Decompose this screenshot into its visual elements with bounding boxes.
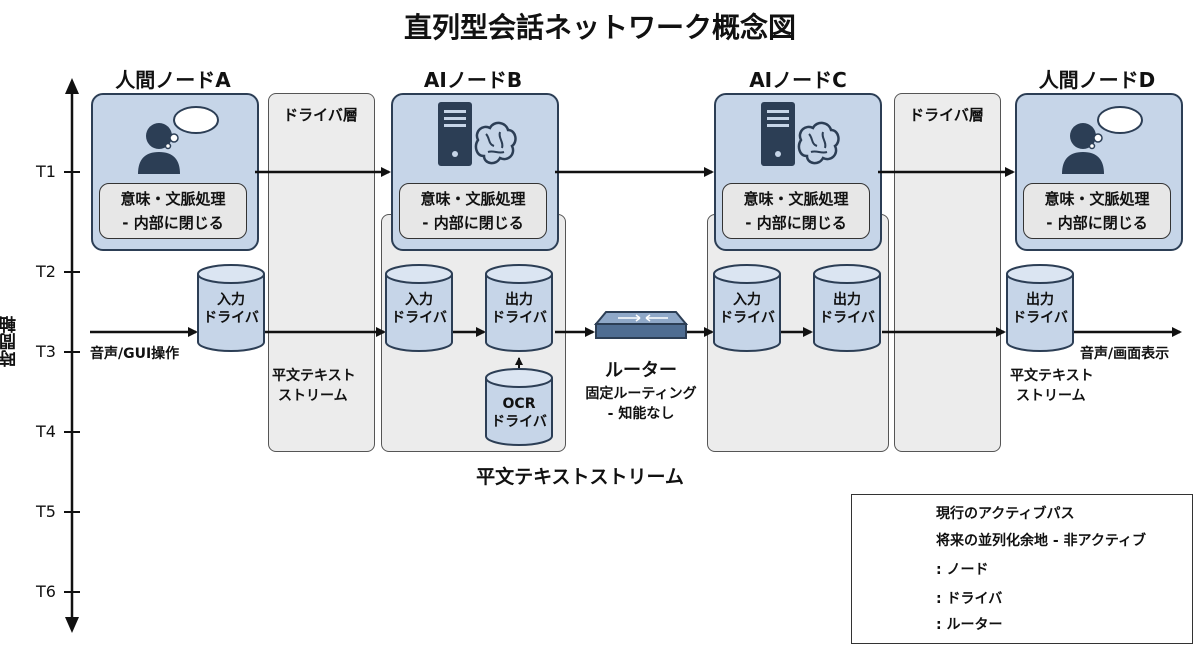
driver-label-line2: ドライバ bbox=[391, 310, 447, 326]
router-label: ルーター bbox=[605, 360, 677, 381]
node-c-process: 意味・文脈処理 - 内部に閉じる bbox=[722, 183, 870, 239]
time-tick-t6: T6 bbox=[36, 582, 56, 601]
driver-label-line2: ドライバ bbox=[491, 414, 547, 430]
driver-label-line1: 入力 bbox=[217, 292, 245, 308]
router-desc-line2: - 知能なし bbox=[607, 406, 675, 422]
node-d-process-line1: 意味・文脈処理 bbox=[1044, 190, 1150, 208]
output-driver-d-label: 出力 ドライバ bbox=[1007, 291, 1073, 327]
driver-layer-right bbox=[894, 93, 1001, 452]
driver-layer-right-label: ドライバ層 bbox=[909, 106, 984, 124]
driver-label-line2: ドライバ bbox=[491, 310, 547, 326]
driver-layer-right-stream: 平文テキスト ストリーム bbox=[1010, 366, 1110, 406]
human-thinking-icon bbox=[1062, 106, 1143, 174]
node-c-process-line2: - 内部に閉じる bbox=[745, 214, 847, 232]
input-io-label: 音声/GUI操作 bbox=[90, 346, 180, 362]
input-driver-a-cylinder bbox=[197, 264, 265, 352]
output-driver-b-cylinder bbox=[485, 264, 553, 352]
output-io-label: 音声/画面表示 bbox=[1080, 346, 1170, 362]
router-description: 固定ルーティング - 知能なし bbox=[561, 384, 721, 424]
node-c-process-line1: 意味・文脈処理 bbox=[743, 190, 849, 208]
ocr-driver-b-label: OCR ドライバ bbox=[486, 395, 552, 431]
driver-label-line2: ドライバ bbox=[203, 310, 259, 326]
input-driver-b-cylinder bbox=[385, 264, 453, 352]
ocr-driver-b-cylinder bbox=[485, 368, 553, 446]
time-tick-t5: T5 bbox=[36, 502, 56, 521]
output-driver-c-label: 出力 ドライバ bbox=[814, 291, 880, 327]
legend-future-path: 将来の並列化余地 - 非アクティブ bbox=[936, 533, 1147, 549]
driver-label-line1: 入力 bbox=[405, 292, 433, 308]
driver-label-line2: ドライバ bbox=[819, 310, 875, 326]
input-driver-c-cylinder bbox=[713, 264, 781, 352]
time-tick-t3: T3 bbox=[36, 342, 56, 361]
driver-label-line1: 入力 bbox=[733, 292, 761, 308]
node-c-label: AIノードC bbox=[749, 68, 847, 92]
stream-caption: 平文テキストストリーム bbox=[476, 466, 684, 488]
input-driver-c-label: 入力 ドライバ bbox=[714, 291, 780, 327]
router-icon bbox=[593, 311, 689, 339]
input-driver-b-label: 入力 ドライバ bbox=[386, 291, 452, 327]
node-a-label: 人間ノードA bbox=[115, 68, 231, 92]
node-d-process-line2: - 内部に閉じる bbox=[1046, 214, 1148, 232]
node-a-process-line2: - 内部に閉じる bbox=[122, 214, 224, 232]
node-b-process-line2: - 内部に閉じる bbox=[422, 214, 524, 232]
diagram-title: 直列型会話ネットワーク概念図 bbox=[403, 11, 796, 44]
driver-layer-left-stream: 平文テキスト ストリーム bbox=[272, 366, 372, 406]
driver-label-line2: ドライバ bbox=[719, 310, 775, 326]
stream-label-line2: ストリーム bbox=[278, 388, 348, 404]
legend-active-path: 現行のアクティブパス bbox=[936, 506, 1075, 522]
driver-layer-left-label: ドライバ層 bbox=[283, 106, 358, 124]
time-tick-t1: T1 bbox=[36, 162, 56, 181]
driver-label-line1: 出力 bbox=[1026, 292, 1054, 308]
node-b-process: 意味・文脈処理 - 内部に閉じる bbox=[399, 183, 547, 239]
legend-router: : ルーター bbox=[936, 617, 1003, 633]
time-tick-t4: T4 bbox=[36, 422, 56, 441]
node-d-label: 人間ノードD bbox=[1038, 68, 1156, 92]
node-b-label: AIノードB bbox=[423, 68, 523, 92]
time-axis bbox=[64, 78, 80, 633]
legend-driver: : ドライバ bbox=[936, 591, 1003, 607]
driver-layer-left bbox=[268, 93, 375, 452]
legend-box bbox=[851, 494, 1193, 644]
human-thinking-icon bbox=[138, 106, 219, 174]
stream-label-line1: 平文テキスト bbox=[1010, 368, 1094, 384]
stream-label-line1: 平文テキスト bbox=[272, 368, 356, 384]
driver-label-line1: 出力 bbox=[505, 292, 533, 308]
node-a-process: 意味・文脈処理 - 内部に閉じる bbox=[99, 183, 247, 239]
time-tick-t2: T2 bbox=[36, 262, 56, 281]
node-a-process-line1: 意味・文脈処理 bbox=[120, 190, 226, 208]
node-b-process-line1: 意味・文脈処理 bbox=[420, 190, 526, 208]
node-d-process: 意味・文脈処理 - 内部に閉じる bbox=[1023, 183, 1171, 239]
input-driver-a-label: 入力 ドライバ bbox=[198, 291, 264, 327]
driver-label-line1: 出力 bbox=[833, 292, 861, 308]
driver-label-line1: OCR bbox=[502, 396, 536, 412]
output-driver-d-cylinder bbox=[1006, 264, 1074, 352]
router-desc-line1: 固定ルーティング bbox=[585, 386, 697, 402]
time-axis-label: 時間軸 bbox=[0, 316, 20, 367]
driver-label-line2: ドライバ bbox=[1012, 310, 1068, 326]
output-driver-b-label: 出力 ドライバ bbox=[486, 291, 552, 327]
output-driver-c-cylinder bbox=[813, 264, 881, 352]
legend-node: : ノード bbox=[936, 562, 989, 578]
server-brain-icon bbox=[438, 102, 517, 166]
stream-label-line2: ストリーム bbox=[1016, 388, 1086, 404]
server-brain-icon bbox=[761, 102, 840, 166]
